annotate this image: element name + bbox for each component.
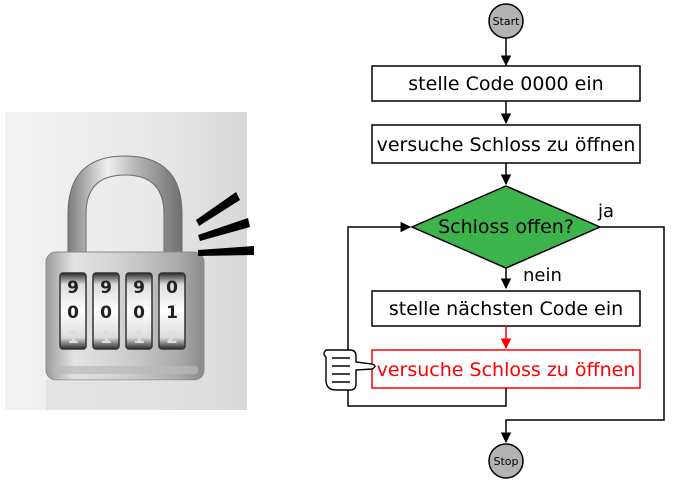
dial-3-middle: 0 [133,303,145,323]
step-next-code-label: stelle nächsten Code ein [389,298,623,320]
dial-1-top: 9 [67,278,79,298]
stop-node: Stop [488,443,524,479]
dial-2-middle: 0 [100,303,112,323]
pointing-hand-icon [323,349,376,391]
padlock-shackle [67,155,183,259]
step-set-code: stelle Code 0000 ein [371,65,641,102]
step-next-code: stelle nächsten Code ein [371,290,641,327]
no-label: nein [523,265,562,286]
dial-3-bottom: 1 [133,328,145,348]
step-try-open-label: versuche Schloss zu öffnen [377,134,636,156]
dial-4-middle: 1 [166,303,178,323]
combination-dials: 9 0 1 9 0 1 9 0 1 0 1 [59,272,186,350]
sound-lines-icon [196,192,254,256]
step-try-open-highlighted-label: versuche Schloss zu öffnen [377,359,636,381]
dial-3-top: 9 [133,278,145,298]
dial-3[interactable]: 9 0 1 [125,272,153,350]
yes-label: ja [597,201,614,222]
connector-loop-back [347,221,507,407]
start-label: Start [493,15,521,28]
dial-2-bottom: 1 [100,328,112,348]
dial-4-top: 0 [166,278,178,298]
connector-yes-to-stop [500,226,665,444]
decision-label: Schloss offen? [438,216,574,238]
padlock-illustration: 9 0 1 9 0 1 9 0 1 0 1 [5,112,254,410]
dial-1-middle: 0 [67,303,79,323]
dial-4-bottom: 2 [166,328,178,348]
step-try-open: versuche Schloss zu öffnen [371,124,641,164]
step-try-open-highlighted: versuche Schloss zu öffnen [371,349,641,389]
dial-4[interactable]: 0 1 2 [158,272,186,350]
dial-1-bottom: 1 [67,328,79,348]
dial-1[interactable]: 9 0 1 [59,272,87,350]
start-node: Start [488,3,524,39]
step-set-code-label: stelle Code 0000 ein [408,73,603,95]
dial-2[interactable]: 9 0 1 [92,272,120,350]
flowchart: Start stelle Code 0000 ein versuche Schl… [323,3,665,479]
stop-label: Stop [493,455,518,468]
decision-lock-open: Schloss offen? [410,185,602,269]
dial-2-top: 9 [100,278,112,298]
